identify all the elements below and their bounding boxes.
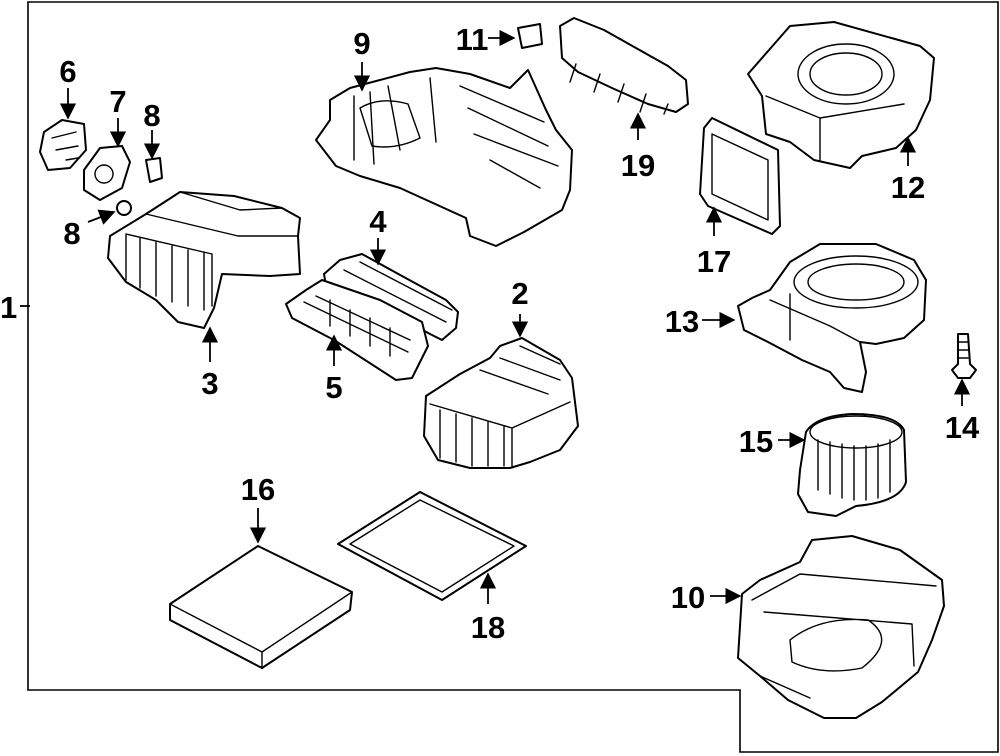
leader-lines bbox=[20, 29, 971, 605]
callout-7: 7 bbox=[109, 84, 126, 119]
callout-9: 9 bbox=[353, 26, 370, 61]
part-14-bolt bbox=[951, 333, 977, 379]
part-19-duct bbox=[559, 17, 689, 115]
part-15-blower-motor bbox=[797, 413, 907, 517]
callout-8-lower: 8 bbox=[63, 216, 80, 251]
callout-1: 1 bbox=[0, 290, 17, 325]
assembly-frame bbox=[27, 1, 999, 753]
part-2-evaporator bbox=[423, 337, 579, 469]
callout-labels: 1 2 3 4 5 6 7 8 8 9 10 11 12 13 14 15 16… bbox=[0, 22, 980, 645]
callout-18: 18 bbox=[471, 610, 505, 645]
part-6-actuator bbox=[39, 119, 87, 171]
callout-5: 5 bbox=[325, 370, 342, 405]
callout-16: 16 bbox=[241, 472, 275, 507]
part-9-upper-housing bbox=[315, 67, 573, 247]
part-5-duct bbox=[285, 279, 429, 381]
callout-13: 13 bbox=[665, 304, 699, 339]
part-8-grommet-lower bbox=[116, 200, 132, 216]
callout-4: 4 bbox=[369, 204, 387, 239]
part-17-seal bbox=[699, 117, 781, 235]
leader-8b bbox=[87, 209, 116, 225]
part-11-sensor bbox=[517, 23, 543, 49]
callout-17: 17 bbox=[697, 244, 731, 279]
part-3-heater-case bbox=[107, 191, 301, 329]
callout-15: 15 bbox=[739, 424, 773, 459]
callout-19: 19 bbox=[621, 148, 655, 183]
callout-10: 10 bbox=[671, 580, 705, 615]
part-7-actuator-lever bbox=[83, 145, 131, 201]
part-16-cabin-filter bbox=[169, 545, 353, 669]
callout-2: 2 bbox=[511, 276, 528, 311]
callout-11: 11 bbox=[456, 22, 489, 57]
part-8-clip-upper bbox=[145, 157, 163, 183]
callout-6: 6 bbox=[59, 54, 76, 89]
part-12-blower-upper-case bbox=[747, 21, 935, 169]
callout-14: 14 bbox=[945, 410, 980, 445]
callout-8-upper: 8 bbox=[143, 98, 160, 133]
callout-12: 12 bbox=[891, 170, 925, 205]
part-13-blower-case bbox=[737, 243, 927, 393]
part-10-lower-housing bbox=[737, 535, 945, 719]
callout-3: 3 bbox=[201, 366, 218, 401]
part-18-filter-seal bbox=[337, 491, 527, 601]
